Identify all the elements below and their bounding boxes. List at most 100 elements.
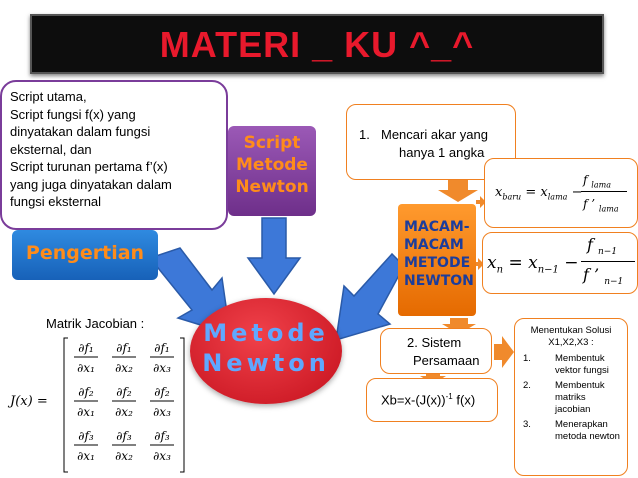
svg-text:∂f₁: ∂f₁ [154, 341, 169, 355]
jacobian-matrix: ∂f₁ ∂x₁ ∂f₁ ∂x₂ ∂f₁ ∂x₃ ∂f₂ ∂x₁ ∂f₂ ∂x₂ ∂f₂ ∂x… [63, 337, 185, 473]
xb-formula-sup: -1 [445, 392, 453, 401]
xb-formula-node: Xb=x-(J(x))-1 f(x) [366, 378, 498, 422]
svg-text:∂f₂: ∂f₂ [154, 385, 170, 399]
formula2-den-sub: n−1 [604, 277, 624, 288]
solusi-step: 3. Menerapkan metoda newton [523, 419, 623, 443]
node-line: Metode [236, 155, 308, 175]
script-line: dinyatakan dalam fungsi [10, 124, 151, 139]
solusi-step-num: 3. [523, 419, 531, 430]
sistem-line1: 2. Sistem [407, 335, 462, 350]
macam-line: MACAM [404, 237, 464, 253]
pengertian-label: Pengertian [25, 242, 145, 264]
mencari-akar-node[interactable]: 1. Mencari akar yang hanya 1 angka [346, 104, 516, 180]
formula2-fraction-bar [581, 261, 635, 262]
formula2-numerator: f n−1 [587, 235, 617, 257]
formula2-num-sub: n−1 [598, 247, 618, 258]
svg-text:∂x₂: ∂x₂ [115, 449, 133, 463]
formula2-lhs-sub: n [496, 264, 504, 276]
menentukan-solusi-node[interactable]: Menentukan Solusi X1,X2,X3 : 1. Membentu… [514, 318, 628, 476]
formula1-num: f [583, 173, 588, 187]
solusi-step-text: Membentuk matriks jacobian [555, 380, 605, 415]
jacobian-title: Matrik Jacobian : [46, 316, 145, 331]
script-line: Script utama, [10, 89, 87, 104]
formula2-num: f [587, 235, 593, 254]
script-metode-newton-node[interactable]: Script Metode Newton [228, 126, 316, 216]
arrow-macam-to-formula2 [474, 258, 484, 270]
svg-text:∂f₃: ∂f₃ [154, 429, 170, 443]
arrow-mencari-to-macam [438, 180, 478, 202]
svg-text:∂x₁: ∂x₁ [77, 361, 95, 375]
formula-newton-iterative: xn = xn−1 − f n−1 f ’ n−1 [482, 232, 638, 294]
center-line: Newton [202, 349, 330, 377]
formula2-denominator: f ’ n−1 [583, 265, 623, 287]
formula2-lhs: x [487, 253, 497, 273]
script-line: Script turunan pertama f’(x) [10, 159, 168, 174]
arrow-macam-to-formula1 [476, 196, 486, 208]
xb-formula-text: Xb=x-(J(x)) [381, 392, 446, 408]
svg-text:∂f₂: ∂f₂ [116, 385, 132, 399]
formula1-x2-sub: lama [547, 192, 568, 202]
formula2-x2-sub: n−1 [537, 264, 559, 276]
macam-metode-node[interactable]: MACAM- MACAM METODE NEWTON [398, 204, 476, 316]
formula1-den: f ’ [583, 197, 596, 211]
script-callout-text: Script utama, Script fungsi f(x) yang di… [10, 88, 172, 211]
arrow-macam-to-sistem [442, 318, 476, 334]
solusi-title-line2: X1,X2,X3 : [548, 337, 594, 348]
xb-formula-tail: f(x) [452, 392, 476, 408]
macam-line: METODE [404, 255, 471, 271]
svg-text:∂f₂: ∂f₂ [78, 385, 94, 399]
script-line: fungsi eksternal [10, 194, 102, 209]
svg-text:∂f₁: ∂f₁ [78, 341, 93, 355]
svg-text:∂x₁: ∂x₁ [77, 405, 95, 419]
formula1-minus: − [571, 185, 583, 200]
pengertian-node[interactable]: Pengertian [12, 230, 158, 280]
svg-text:∂x₂: ∂x₂ [115, 361, 133, 375]
sistem-line2: Persamaan [413, 353, 480, 368]
formula1-lhs: x [495, 185, 503, 200]
svg-text:∂f₁: ∂f₁ [116, 341, 131, 355]
solusi-steps: 1. Membentuk vektor fungsi 2. Membentuk … [523, 353, 623, 443]
formula2-eq: = [508, 253, 523, 273]
solusi-title: Menentukan Solusi X1,X2,X3 : [515, 325, 627, 349]
svg-text:∂x₃: ∂x₃ [153, 361, 171, 375]
macam-metode-label: MACAM- MACAM METODE NEWTON [404, 218, 474, 290]
formula2-left: xn = xn−1 − [487, 253, 579, 275]
formula1-fraction-bar [581, 191, 627, 192]
node-line: Newton [235, 177, 309, 197]
arrow-macam-to-center [335, 252, 405, 342]
solusi-step: 2. Membentuk matriks jacobian [523, 380, 623, 416]
formula2-minus: − [564, 253, 579, 273]
metode-newton-center-node[interactable]: Metode Newton [190, 298, 342, 404]
solusi-step-num: 1. [523, 353, 531, 364]
title-banner: MATERI _ KU ^_^ [30, 14, 604, 74]
center-line: Metode [203, 319, 329, 347]
jacobian-panel: Matrik Jacobian : J(x) = ∂f₁ ∂x₁ ∂f₁ ∂x₂ ∂… [8, 314, 188, 476]
svg-text:∂f₃: ∂f₃ [78, 429, 94, 443]
metode-newton-center-label: Metode Newton [190, 318, 342, 378]
sistem-persamaan-node[interactable]: 2. Sistem Persamaan [380, 328, 492, 374]
formula1-den-sub: lama [598, 204, 619, 214]
formula1-eq: = [525, 185, 537, 200]
solusi-title-line1: Menentukan Solusi [530, 325, 612, 336]
svg-text:∂x₂: ∂x₂ [115, 405, 133, 419]
solusi-step-text: Menerapkan metoda newton [555, 419, 620, 442]
mencari-number: 1. [359, 127, 370, 142]
macam-line: NEWTON [404, 273, 474, 289]
page-title: MATERI _ KU ^_^ [159, 24, 475, 65]
svg-text:∂x₃: ∂x₃ [153, 449, 171, 463]
mencari-text-line2: hanya 1 angka [399, 145, 485, 160]
formula1-left: xbaru = xlama − [495, 185, 582, 202]
script-metode-newton-label: Script Metode Newton [228, 132, 316, 198]
formula2-den: f ’ [583, 265, 600, 284]
solusi-step-num: 2. [523, 380, 531, 391]
formula1-denominator: f ’ lama [583, 197, 619, 213]
arrow-sistem-to-solusi [494, 336, 514, 368]
script-callout: Script utama, Script fungsi f(x) yang di… [0, 80, 228, 230]
formula1-lhs-sub: baru [502, 192, 522, 202]
jacobian-lhs: J(x) = [10, 394, 48, 409]
formula2-x2: x [528, 253, 538, 273]
formula1-x2: x [540, 185, 548, 200]
macam-line: MACAM- [404, 219, 470, 235]
node-line: Script [243, 133, 301, 153]
